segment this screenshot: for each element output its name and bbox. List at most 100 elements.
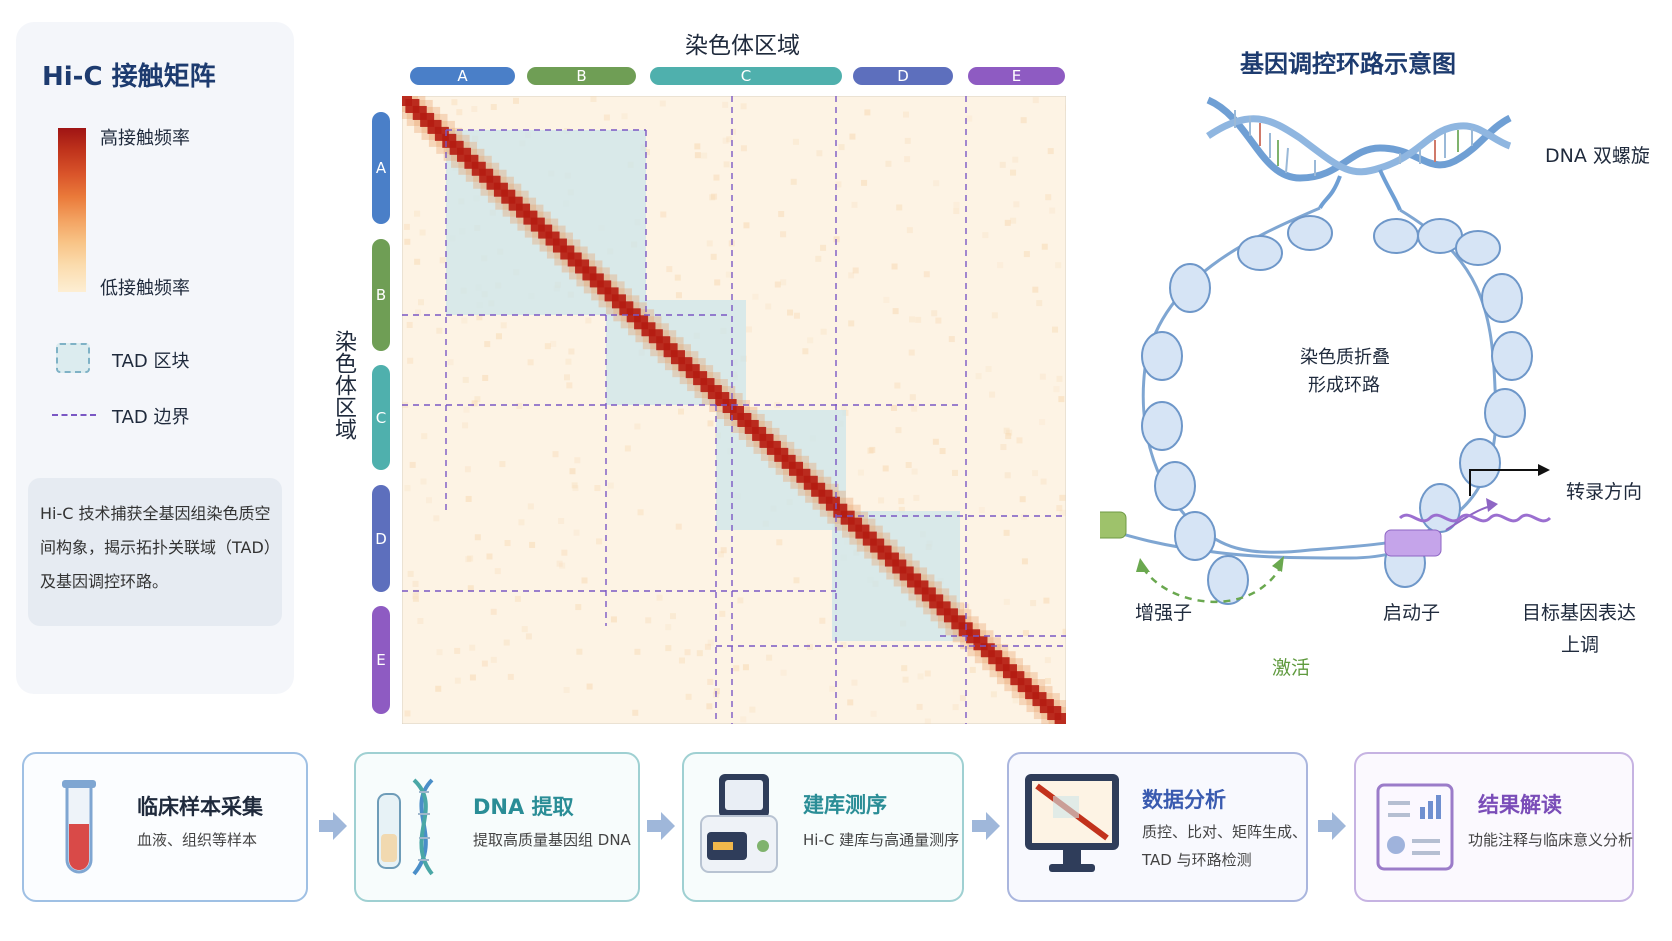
matrix-texture-cell (1013, 201, 1020, 208)
matrix-texture-cell (469, 644, 476, 651)
matrix-texture-cell (603, 114, 610, 121)
tad-block (716, 410, 846, 530)
matrix-texture-cell (1032, 470, 1039, 477)
matrix-texture-cell (890, 404, 897, 411)
matrix-texture-cell (706, 240, 713, 247)
matrix-texture-cell (1023, 251, 1030, 258)
matrix-texture-cell (521, 626, 528, 633)
matrix-x-title: 染色体区域 (685, 33, 800, 59)
dna-label: DNA 双螺旋 (1545, 145, 1650, 167)
matrix-texture-cell (1022, 630, 1029, 637)
matrix-texture-cell (1055, 262, 1062, 269)
loop-diagram-title: 基因调控环路示意图 (1240, 50, 1456, 78)
matrix-texture-cell (644, 149, 651, 156)
direction-label: 转录方向 (1566, 481, 1643, 503)
matrix-texture-cell (908, 349, 915, 356)
matrix-texture-cell (714, 279, 721, 286)
matrix-texture-cell (778, 211, 785, 218)
workflow-arrow-4 (1318, 812, 1346, 840)
matrix-texture-cell (471, 400, 478, 407)
matrix-texture-cell (503, 639, 510, 646)
matrix-texture-cell (1032, 286, 1039, 293)
promoter-label: 启动子 (1383, 602, 1441, 624)
workflow-card-dna[interactable] (354, 752, 640, 902)
matrix-texture-cell (1010, 217, 1017, 224)
matrix-texture-cell (1040, 478, 1047, 485)
matrix-texture-cell (596, 538, 603, 545)
matrix-texture-cell (403, 223, 410, 230)
matrix-texture-cell (953, 201, 960, 208)
matrix-texture-cell (518, 519, 525, 526)
matrix-texture-cell (933, 180, 940, 187)
matrix-texture-cell (793, 577, 800, 584)
matrix-texture-cell (816, 150, 823, 157)
hic-contact-matrix (402, 96, 1066, 724)
matrix-texture-cell (820, 328, 827, 335)
matrix-texture-cell (482, 374, 489, 381)
matrix-texture-cell (621, 113, 628, 120)
fold-label-1: 染色质折叠 (1300, 347, 1390, 368)
matrix-texture-cell (1004, 472, 1011, 479)
matrix-texture-cell (665, 645, 672, 652)
matrix-texture-cell (1062, 628, 1066, 635)
tad-block (446, 130, 646, 315)
matrix-texture-cell (743, 222, 750, 229)
matrix-texture-cell (507, 673, 514, 680)
segment-bar-top-e: E (968, 67, 1065, 85)
tad-boundary-label: TAD 边界 (112, 407, 190, 428)
matrix-texture-cell (982, 232, 989, 239)
matrix-texture-cell (1039, 373, 1046, 380)
matrix-texture-cell (490, 104, 497, 111)
matrix-texture-cell (909, 316, 916, 323)
matrix-texture-cell (678, 657, 685, 664)
matrix-texture-cell (790, 178, 797, 185)
matrix-texture-cell (634, 423, 641, 430)
matrix-texture-cell (861, 179, 868, 186)
matrix-texture-cell (552, 451, 559, 458)
matrix-texture-cell (701, 152, 708, 159)
matrix-texture-cell (632, 709, 639, 716)
segment-bar-top-a: A (410, 67, 515, 85)
matrix-texture-cell (885, 160, 892, 167)
matrix-texture-cell (490, 656, 497, 663)
activation-label: 激活 (1272, 657, 1311, 679)
matrix-texture-cell (997, 262, 1004, 269)
matrix-texture-cell (1059, 494, 1066, 501)
matrix-texture-cell (1005, 433, 1012, 440)
matrix-texture-cell (563, 686, 570, 693)
matrix-texture-cell (436, 327, 443, 334)
matrix-texture-cell (1059, 509, 1066, 516)
matrix-texture-cell (407, 570, 414, 577)
matrix-texture-cell (1003, 427, 1010, 434)
matrix-texture-cell (878, 497, 885, 504)
matrix-texture-cell (969, 666, 976, 673)
description-text: Hi-C 技术捕获全基因组染色质空间构象，揭示拓扑关联域（TAD）及基因调控环路… (40, 504, 272, 591)
matrix-texture-cell (559, 562, 566, 569)
target-label-2: 上调 (1561, 634, 1600, 656)
matrix-texture-cell (694, 143, 701, 150)
matrix-texture-cell (1020, 513, 1027, 520)
matrix-texture-cell (1044, 678, 1051, 685)
matrix-texture-cell (465, 495, 472, 502)
matrix-texture-cell (462, 376, 469, 383)
matrix-texture-cell (725, 271, 732, 278)
chromatin-loop-diagram (1100, 96, 1552, 605)
matrix-texture-cell (999, 161, 1006, 168)
segment-bar-left-c: C (372, 365, 390, 470)
matrix-texture-cell (883, 296, 890, 303)
matrix-texture-cell (1065, 104, 1066, 111)
matrix-texture-cell (978, 506, 985, 513)
matrix-texture-cell (665, 624, 672, 631)
matrix-texture-cell (527, 359, 534, 366)
matrix-texture-cell (490, 608, 497, 615)
matrix-texture-cell (666, 266, 673, 273)
matrix-texture-cell (659, 100, 666, 107)
matrix-texture-cell (820, 244, 827, 251)
matrix-texture-cell (1045, 194, 1052, 201)
matrix-texture-cell (451, 99, 458, 106)
matrix-texture-cell (793, 312, 800, 319)
matrix-texture-cell (709, 194, 716, 201)
matrix-texture-cell (464, 466, 471, 473)
matrix-texture-cell (586, 683, 593, 690)
workflow-title-analysis: 数据分析 (1142, 788, 1226, 812)
